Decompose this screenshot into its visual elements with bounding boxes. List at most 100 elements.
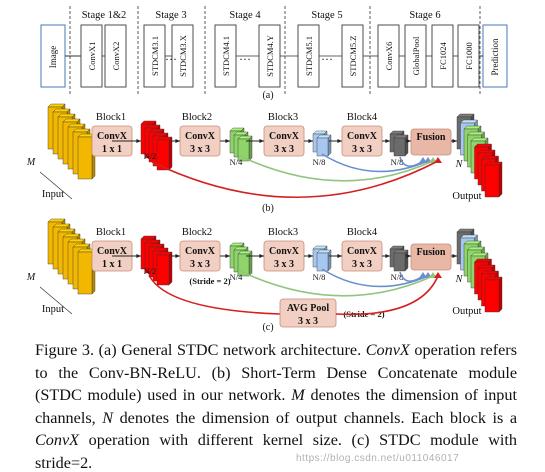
panel-b-convx-block3-label: ConvX: [269, 131, 300, 142]
panel-c-output-label: Output: [452, 306, 481, 317]
panel-c-convx-block4-label: ConvX: [347, 246, 378, 257]
panel-c-arrow-8-head: [406, 254, 411, 258]
layer-label-4: STDCM3.X: [178, 35, 188, 77]
panel-c-output-slab-9-side: [498, 276, 503, 313]
panel-c-input-label: Input: [42, 304, 64, 315]
panel-c-block1-maps-slab-5-front: [156, 254, 170, 286]
panel-c-label: (c): [262, 322, 273, 333]
panel-b-dim-n2: N/2: [144, 151, 157, 161]
panel-b-block1-maps-slab-5-side: [168, 136, 173, 171]
panel-b-convx-block1-kernel: 1 x 1: [102, 144, 122, 155]
panel-b-dim-n4: N/4: [230, 157, 244, 167]
panel-b-block3-maps-slab-2: [316, 134, 332, 157]
panel-b-output-slab-9-front: [484, 164, 500, 198]
caption-italic-m: M: [291, 386, 305, 405]
layer-label-2: ConvX2: [111, 42, 121, 71]
panel-b-arrow-5-head: [308, 139, 313, 143]
panel-b-input-label: Input: [42, 189, 64, 200]
panel-c-avgpool-box: [279, 298, 337, 328]
panel-b-convx-block1-label: ConvX: [97, 131, 128, 142]
layer-label-10: GlobalPool: [411, 36, 421, 75]
panel-b-convx-block3-kernel: 3 x 3: [274, 144, 294, 155]
panel-b-block1-maps-slab-5: [156, 136, 173, 171]
figure-caption: Figure 3. (a) General STDC network archi…: [35, 339, 517, 472]
panel-b-input-slab-7-front: [77, 136, 93, 180]
panel-b-dim-n8-b: N/8: [391, 157, 404, 167]
panel-c-block2-maps-slab-3-side: [248, 250, 253, 277]
panel-b-block2-maps-slab-3-side: [248, 135, 253, 162]
stage-title-2: Stage 3: [155, 10, 186, 21]
panel-c-arrow-2-head: [175, 254, 180, 258]
panel-b-block2-maps-slab-3: [237, 135, 253, 162]
watermark: https://blog.csdn.net/u011046017: [296, 453, 460, 464]
panel-b-block3-maps-slab-2-front: [316, 137, 329, 157]
panel-c-m-bracket: [39, 286, 73, 315]
panel-b-skip-red-head: [434, 157, 442, 163]
panel-c-block3-maps-slab-2-front: [316, 252, 329, 272]
panel-c-arrow-4-head: [259, 254, 264, 258]
panel-b-block4-title: Block4: [347, 112, 378, 123]
panel-b-m-label: M: [26, 157, 36, 168]
panel-c-output-slab-9-front: [484, 279, 500, 313]
panel-b-n-label: N: [455, 159, 464, 170]
panel-b-skip-green: [239, 155, 434, 182]
panel-b-m-bracket: [39, 171, 73, 200]
panel-c-output-slab-9: [484, 276, 503, 313]
stage-title-3: Stage 4: [229, 10, 261, 21]
layer-label-6: STDCM4.Y: [265, 35, 275, 77]
caption-part-2: operation refers to the Conv-BN-ReLU. (b…: [35, 341, 517, 405]
panel-c-block1-maps-slab-5-side: [168, 251, 173, 286]
panel-c-fusion-box: [410, 243, 452, 271]
panel-c-arrow-3-head: [225, 254, 230, 258]
panel-c-convx-block3-label: ConvX: [269, 246, 300, 257]
input-image-label: Image: [48, 46, 58, 69]
layer-label-12: FC1000: [464, 42, 474, 69]
ellipsis-stage5: …: [321, 49, 333, 63]
layer-label-1: ConvX1: [87, 42, 97, 71]
panel-c-dim-n8-b: N/8: [391, 272, 404, 282]
panel-b-convx-block4-label: ConvX: [347, 131, 378, 142]
panel-b-block1-maps-slab-5-front: [156, 139, 170, 171]
panel-c-convx-block4-kernel: 3 x 3: [352, 259, 372, 270]
panel-c-block2-maps-slab-3-front: [237, 253, 250, 277]
panel-b-fusion-box-label: Fusion: [417, 132, 446, 143]
panel-b-label: (b): [262, 203, 274, 214]
panel-b-arrow-4-head: [259, 139, 264, 143]
panel-b-convx-block4-kernel: 3 x 3: [352, 144, 372, 155]
panel-c-dim-n2: N/2: [144, 266, 157, 276]
panel-b-arrow-9-head: [452, 139, 457, 143]
prediction-label: Prediction: [490, 38, 500, 75]
panel-c-block3-title: Block3: [268, 227, 298, 238]
panel-c-n-label: N: [455, 274, 464, 285]
panel-c-fusion-box-label: Fusion: [417, 247, 446, 258]
panel-b-block4-maps-slab-2: [393, 134, 409, 157]
panel-c-pool-out: [335, 275, 439, 316]
panel-b-block4-maps-slab-2-front: [393, 137, 406, 157]
prediction-box: [482, 24, 508, 88]
layer-label-7: STDCM5.1: [304, 36, 314, 76]
caption-part-4: denotes the dimension of output channels…: [113, 408, 518, 427]
panel-c-convx-block1-label: ConvX: [97, 246, 128, 257]
panel-c-block3-maps-slab-2-side: [327, 249, 332, 272]
panel-c-convx-block1-kernel: 1 x 1: [102, 259, 122, 270]
panel-c-block4-maps-slab-2-front: [393, 252, 406, 272]
panel-b-convx-block2-label: ConvX: [185, 131, 216, 142]
panel-c-arrow-9-head: [452, 254, 457, 258]
panel-c-pool-out-head: [434, 272, 442, 278]
panel-c-block4-maps-slab-2: [393, 249, 409, 272]
panel-b-skip-red: [151, 160, 439, 199]
stage-title-1: Stage 1&2: [82, 10, 127, 21]
panel-c-convx-block2-kernel: 3 x 3: [190, 259, 210, 270]
panel-b-block4-maps-slab-2-side: [404, 134, 409, 157]
panel-b-convx-block2-kernel: 3 x 3: [190, 144, 210, 155]
panel-c-dim-n4: N/4: [230, 272, 244, 282]
panel-c-block1-title: Block1: [96, 227, 126, 238]
panel-c-input-slab-7-front: [77, 251, 93, 295]
panel-c-block1-maps-slab-5: [156, 251, 173, 286]
panel-c-block2-title: Block2: [182, 227, 212, 238]
caption-part-3: denotes the dimension of input channels,: [35, 386, 517, 427]
ellipsis-stage3: …: [165, 49, 177, 63]
panel-c-block4-title: Block4: [347, 227, 378, 238]
panel-b-block1-title: Block1: [96, 112, 126, 123]
